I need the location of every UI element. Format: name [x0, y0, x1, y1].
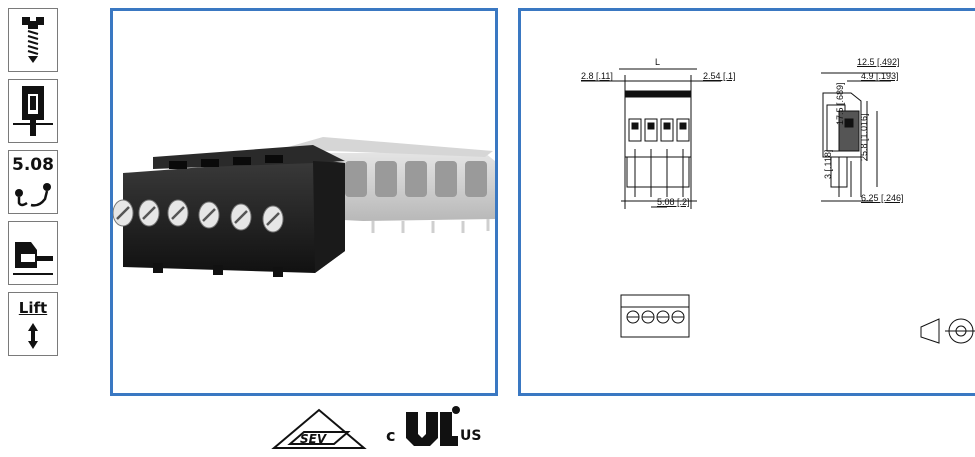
pitch-label: 5.08 [12, 155, 54, 175]
dimension-top-width: 12.5 [.492] [857, 57, 900, 67]
horizontal-entry-feature [8, 221, 58, 285]
horizontal-plug-icon [13, 242, 53, 275]
dimension-drawing [581, 68, 975, 344]
sev-label: SEV [300, 432, 327, 446]
screw-icon [22, 17, 44, 63]
dimension-height-1: 17.5 [.689] [835, 82, 845, 125]
screw-clamp-feature [8, 8, 58, 72]
ul-logo-icon [406, 406, 460, 446]
up-down-arrow-icon [28, 323, 38, 349]
sev-triangle-icon [271, 408, 367, 449]
ul-suffix: US [460, 428, 482, 444]
ul-mark: c US [384, 404, 494, 452]
dimension-height-3: 3 [.118] [823, 149, 833, 179]
pitch-feature: 5.08 [8, 150, 58, 214]
pitch-pins-icon [15, 183, 51, 207]
product-photo-panel [110, 8, 498, 396]
dimension-pitch: 5.08 [.2] [657, 197, 690, 207]
feature-icon-column: 5.08 Lift [8, 8, 58, 363]
lift-label: Lift [18, 299, 48, 317]
ul-prefix: c [386, 426, 396, 445]
clamp-icon [13, 86, 53, 136]
dimension-bottom-width: 6.25 [.246] [861, 193, 904, 203]
dimension-L: L [655, 57, 661, 67]
dimension-inner-width: 4.9 [.193] [861, 71, 899, 81]
wire-clamp-feature [8, 79, 58, 143]
dimension-height-2: 25.8 [1.016] [859, 113, 869, 161]
sev-mark: SEV [270, 404, 368, 452]
screw-heads [112, 199, 284, 233]
technical-drawing-panel: L 2.8 [.11] 2.54 [.1] 5.08 [.2] 12.5 [.4… [518, 8, 975, 396]
lift-feature: Lift [8, 292, 58, 356]
terminal-block-image [112, 137, 495, 277]
dimension-right-margin: 2.54 [.1] [703, 71, 736, 81]
dimension-left-margin: 2.8 [.11] [581, 71, 613, 81]
